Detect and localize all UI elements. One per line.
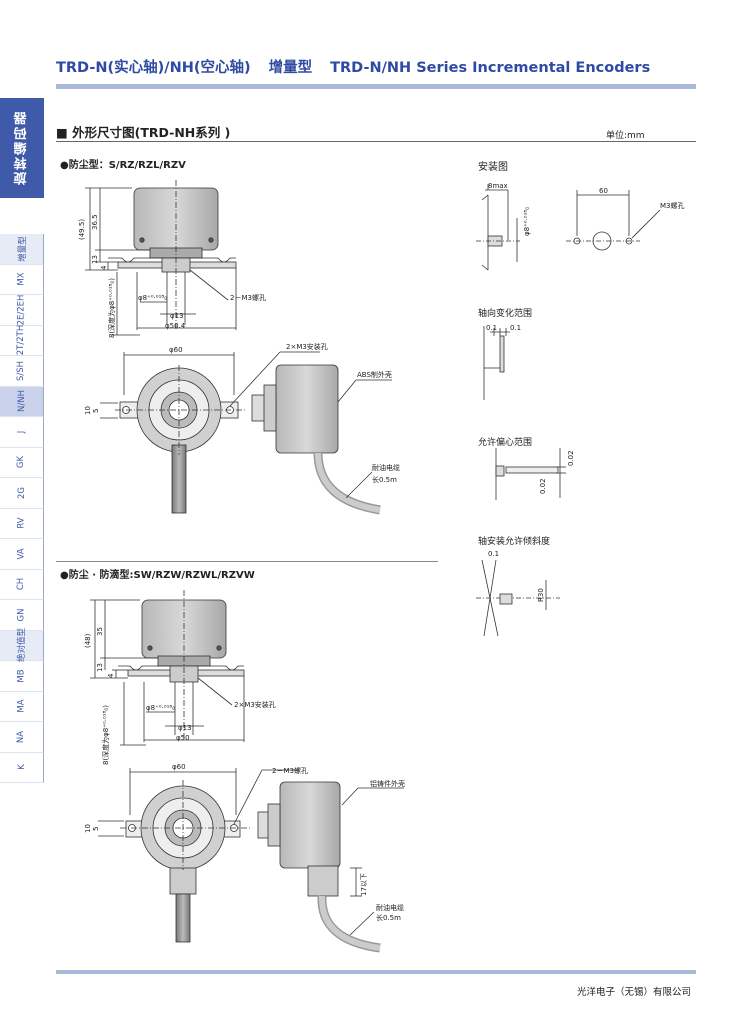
drawing1-front-view bbox=[100, 351, 320, 514]
section-title: ■ 外形尺寸图(TRD-NH系列 ) bbox=[56, 125, 231, 140]
sidebar-tab-17[interactable]: K bbox=[0, 752, 44, 783]
drawing2-rear-view bbox=[257, 781, 404, 953]
axial-drawing bbox=[483, 326, 510, 400]
d1-case-label: ABS制外壳 bbox=[357, 370, 392, 379]
d2-cable-len: 长0.5m bbox=[376, 913, 401, 922]
drawing2-side-view bbox=[90, 590, 245, 746]
axial-dim-01a: 0.1 bbox=[486, 324, 497, 332]
tilt-title: 轴安装允许倾斜度 bbox=[478, 537, 551, 547]
install-dim-60: 60 bbox=[599, 187, 608, 195]
d2-dim-17: 17以下 bbox=[360, 873, 368, 896]
footer-rule bbox=[56, 970, 696, 974]
sidebar-tab-12[interactable]: GN bbox=[0, 600, 44, 631]
header-rule bbox=[56, 84, 696, 89]
sidebar-tab-8[interactable]: 2G bbox=[0, 478, 44, 509]
sidebar-tab-1[interactable]: MX bbox=[0, 264, 44, 295]
d1-dim-10: 10 bbox=[84, 406, 92, 415]
install-m3-label: M3螺孔 bbox=[660, 201, 685, 210]
drawing2-front-view bbox=[98, 768, 300, 943]
d1-dim-phi8: φ8⁺⁰·⁰¹⁸₀ bbox=[138, 294, 167, 302]
tilt-dim-r30: R30 bbox=[537, 588, 545, 602]
install-dim-phi8: φ8⁺⁰·⁰¹⁸₀ bbox=[523, 207, 531, 236]
axial-title: 轴向变化范围 bbox=[478, 309, 533, 319]
ecc-dim-002a: 0.02 bbox=[567, 450, 575, 466]
d2-dim-13: 13 bbox=[96, 663, 104, 672]
d1-dim-hole: 8(深度为φ8⁺⁰·⁰¹⁸₀) bbox=[107, 278, 116, 338]
sidebar-tab-7[interactable]: GK bbox=[0, 447, 44, 478]
install-drawing bbox=[476, 184, 661, 271]
drawing-separator bbox=[56, 561, 438, 562]
eccentric-title: 允许偏心范围 bbox=[478, 438, 533, 448]
install-dim-8max: 8max bbox=[488, 182, 508, 190]
ecc-dim-002b: 0.02 bbox=[539, 478, 547, 494]
d1-mount-holes: 2×M3安装孔 bbox=[286, 342, 328, 351]
tilt-drawing bbox=[476, 559, 560, 637]
page-header: TRD-N(实心轴)/NH(空心轴) 增量型 TRD-N/NH Series Inc… bbox=[56, 56, 650, 77]
drawing1-side-view bbox=[85, 180, 237, 336]
d2-dim-phi13: φ13 bbox=[178, 724, 192, 732]
header-title-en: TRD-N/NH Series Incremental Encoders bbox=[330, 60, 651, 76]
sidebar-tab-11[interactable]: CH bbox=[0, 569, 44, 600]
drawing1-subtitle: ●防尘型：S/RZ/RZL/RZV bbox=[60, 160, 186, 171]
sidebar-tab-13[interactable]: 绝对值型 bbox=[0, 628, 44, 662]
d1-cable-len: 长0.5m bbox=[372, 475, 397, 484]
d2-dim-5: 5 bbox=[92, 827, 100, 831]
d2-cable-label: 耐油电缆 bbox=[376, 903, 404, 912]
sidebar-tab-6[interactable]: J bbox=[0, 417, 44, 448]
sidebar-tab-14[interactable]: MB bbox=[0, 661, 44, 692]
d2-dim-35: 35 bbox=[96, 627, 104, 636]
sidebar-tab-4[interactable]: S/SH bbox=[0, 356, 44, 387]
sidebar-tab-9[interactable]: RV bbox=[0, 508, 44, 539]
d1-screw-label: 2－M3螺孔 bbox=[230, 293, 266, 302]
sidebar-tab-15[interactable]: MA bbox=[0, 691, 44, 722]
d1-dim-365: 36.5 bbox=[91, 214, 99, 230]
install-title: 安装图 bbox=[478, 162, 508, 173]
d2-case-label: 铝铸件外壳 bbox=[370, 779, 405, 788]
unit-label: 单位:mm bbox=[606, 131, 645, 141]
d2-dim-hole: 8(深度为φ8⁺⁰·⁰¹⁸₀) bbox=[101, 705, 110, 765]
d2-mount-holes: 2×M3安装孔 bbox=[234, 700, 276, 709]
d2-dim-48: (48) bbox=[84, 633, 92, 648]
sidebar-tab-16[interactable]: NA bbox=[0, 722, 44, 753]
d1-dim-5: 5 bbox=[92, 409, 100, 413]
sidebar-tab-3[interactable]: 2T/2TH bbox=[0, 325, 44, 356]
footer-company: 光洋电子（无锡）有限公司 bbox=[577, 987, 692, 998]
d2-dim-10: 10 bbox=[84, 824, 92, 833]
header-title-cn: TRD-N(实心轴)/NH(空心轴) bbox=[56, 60, 251, 76]
sidebar-tab-0[interactable]: 增量型 bbox=[0, 234, 44, 265]
drawing1-rear-view bbox=[251, 364, 392, 515]
drawing2-subtitle: ●防尘 · 防滴型:SW/RZW/RZWL/RZVW bbox=[60, 570, 255, 581]
d2-dim-phi50: φ50 bbox=[176, 734, 190, 742]
tilt-dim-01: 0.1 bbox=[488, 550, 499, 558]
d1-cable-label: 耐油电缆 bbox=[372, 463, 400, 472]
axial-dim-01b: 0.1 bbox=[510, 324, 521, 332]
d1-dim-phi60: φ60 bbox=[169, 346, 183, 354]
d2-dim-phi8: φ8⁺⁰·⁰¹⁸₀ bbox=[146, 704, 175, 712]
section-rule bbox=[56, 141, 696, 142]
sidebar-tab-5[interactable]: N/NH bbox=[0, 386, 44, 417]
d1-dim-4: 4 bbox=[100, 265, 108, 270]
header-type-cn: 增量型 bbox=[268, 60, 313, 76]
d1-dim-phi504: φ50.4 bbox=[165, 322, 186, 330]
d1-dim-13: 13 bbox=[91, 255, 99, 264]
d1-dim-phi13: φ13 bbox=[170, 312, 184, 320]
eccentric-drawing bbox=[495, 448, 566, 500]
sidebar-tab-10[interactable]: VA bbox=[0, 539, 44, 570]
sidebar-tab-2[interactable]: 2E/2EH bbox=[0, 294, 44, 326]
d2-dim-4: 4 bbox=[107, 673, 115, 678]
d2-dim-phi60: φ60 bbox=[172, 763, 186, 771]
d2-screw-label: 2－M3螺孔 bbox=[272, 766, 308, 775]
d1-dim-495: (49.5) bbox=[78, 219, 86, 240]
